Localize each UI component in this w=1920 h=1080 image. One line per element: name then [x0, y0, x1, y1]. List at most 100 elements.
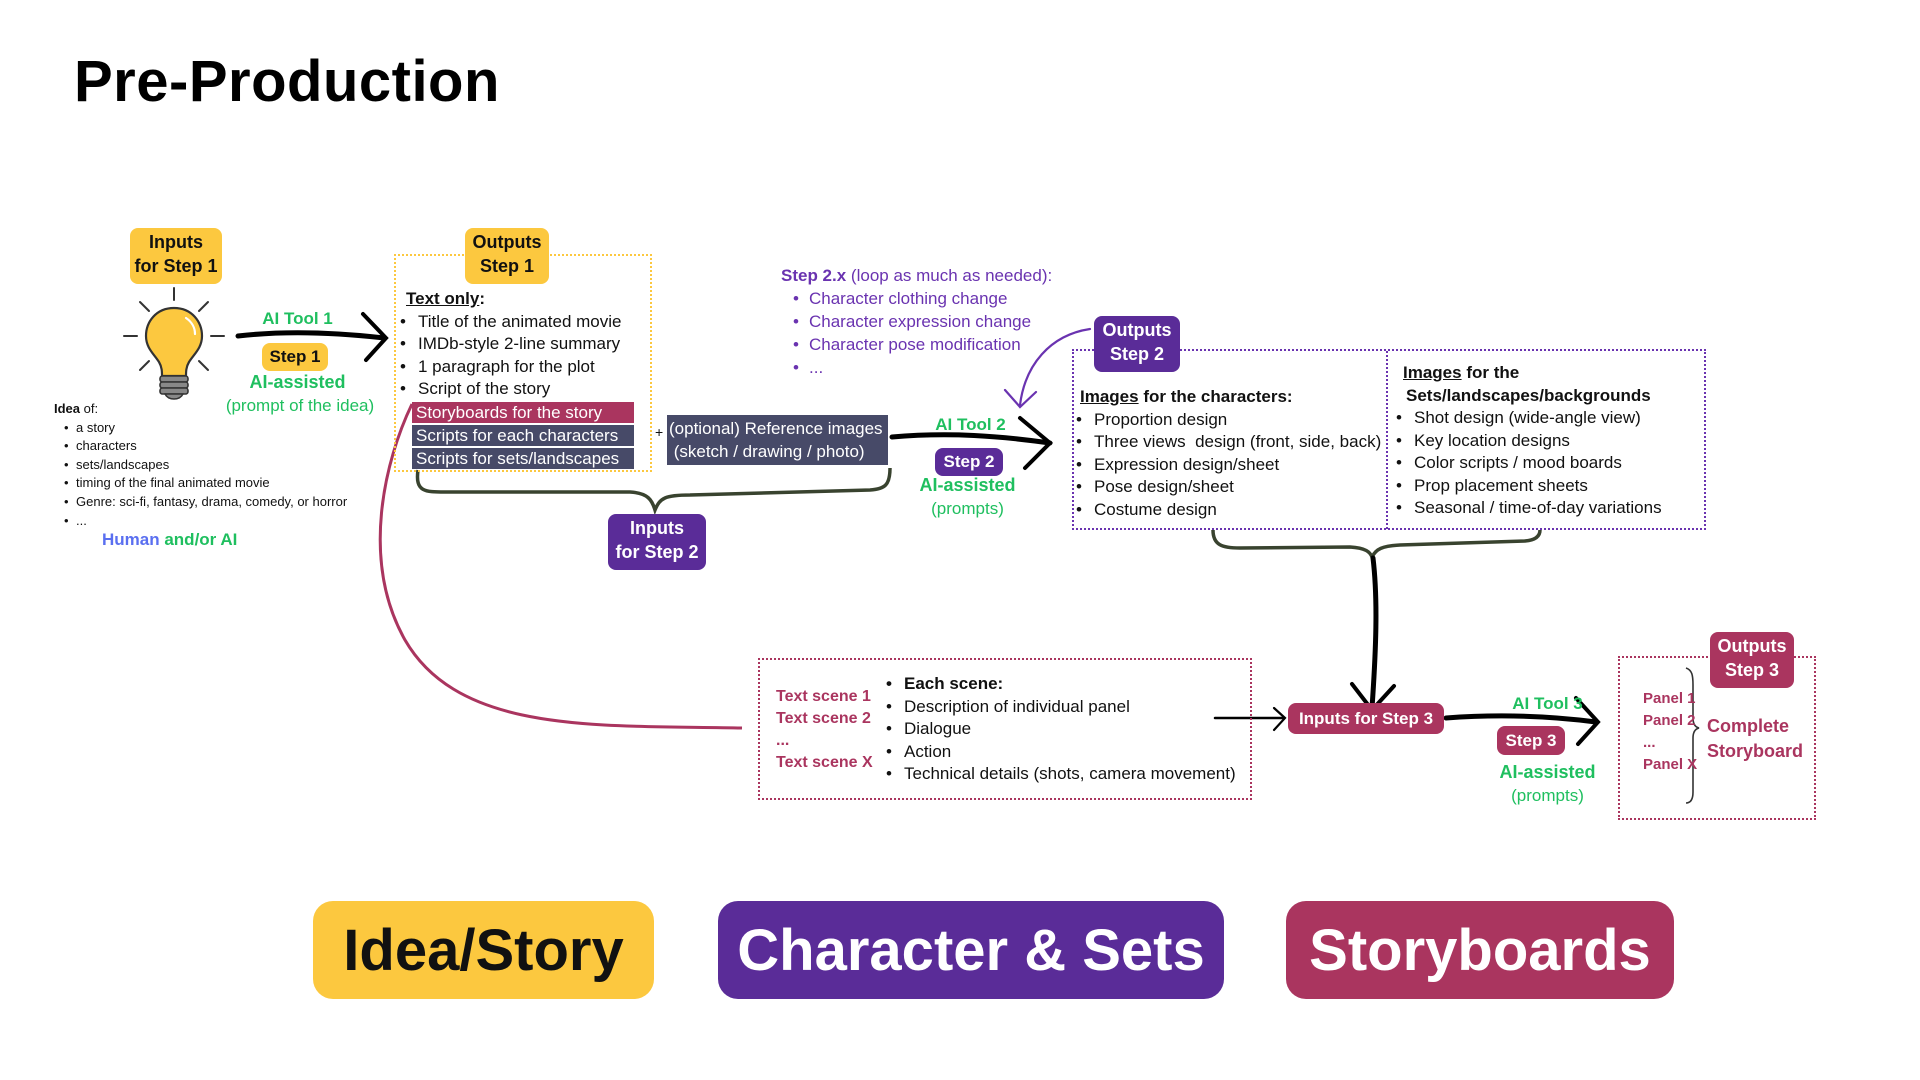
page-title: Pre-Production	[74, 49, 500, 114]
badge-line: Step 3	[1724, 660, 1780, 680]
sets-heading-line2: Sets/landscapes/backgrounds	[1406, 385, 1651, 405]
set-item: Color scripts / mood boards	[1394, 452, 1704, 475]
panel-item: Panel X	[1643, 756, 1698, 773]
idea-item: Genre: sci-fi, fantasy, drama, comedy, o…	[54, 493, 394, 512]
scene-details-items: Each scene: Description of individual pa…	[884, 673, 1254, 786]
scene-item: Text scene 2	[776, 710, 871, 727]
loop-item: Character pose modification	[781, 333, 1081, 356]
badge-line: for Step 1	[134, 256, 218, 276]
set-item: Key location designs	[1394, 430, 1704, 453]
step1-badge: Step 1	[262, 343, 328, 371]
output-item: Script of the story	[398, 378, 658, 401]
set-item: Seasonal / time-of-day variations	[1394, 497, 1704, 520]
scene-heading: Each scene:	[884, 673, 1254, 696]
result-line: Storyboard	[1707, 741, 1804, 761]
characters-items: Proportion design Three views design (fr…	[1074, 409, 1394, 522]
step2x-heading-rest: (loop as much as needed):	[846, 266, 1053, 285]
ai-tool-3-label: AI Tool 3	[1512, 694, 1583, 713]
plus-sign: +	[655, 424, 664, 440]
set-item: Prop placement sheets	[1394, 475, 1704, 498]
idea-item: ...	[54, 512, 394, 531]
sets-items: Shot design (wide-angle view) Key locati…	[1394, 407, 1704, 520]
ai-assisted-label-3: AI-assisted	[1499, 762, 1596, 782]
text-only-heading: Text only:	[406, 288, 658, 311]
reference-line: (optional) Reference images	[669, 419, 883, 438]
inputs-step2-badge: Inputs for Step 2	[608, 514, 706, 570]
badge-line: Outputs	[1102, 320, 1172, 340]
outputs-step1-badge: Outputs Step 1	[465, 228, 549, 284]
highlight-character-scripts: Scripts for each characters	[412, 424, 634, 446]
character-item: Three views design (front, side, back)	[1074, 431, 1394, 454]
inputs-step3-badge: Inputs for Step 3	[1288, 703, 1444, 734]
scene-item: Text scene X	[776, 754, 873, 771]
ai-assisted-note-3: (prompts)	[1511, 786, 1584, 805]
human-label: Human	[102, 530, 160, 549]
idea-item: sets/landscapes	[54, 456, 394, 475]
step2x-loop-list: Step 2.x (loop as much as needed): Chara…	[781, 264, 1081, 379]
idea-items: a story characters sets/landscapes timin…	[54, 419, 394, 531]
ai-tool-1-label: AI Tool 1	[262, 309, 333, 328]
panel-item: Panel 2	[1643, 712, 1696, 729]
outputs-step2-box	[1072, 349, 1706, 530]
reference-images-box: (optional) Reference images (sketch / dr…	[667, 415, 888, 465]
characters-images-list: Images for the characters: Proportion de…	[1074, 386, 1394, 521]
complete-storyboard-label: Complete Storyboard	[1707, 714, 1803, 764]
scene-detail-item: Technical details (shots, camera movemen…	[884, 763, 1254, 786]
panel-item: Panel 1	[1643, 690, 1696, 707]
panel-item: ...	[1643, 734, 1656, 751]
step2x-items: Character clothing change Character expr…	[781, 287, 1081, 379]
ai-assisted-label-1: AI-assisted	[249, 372, 346, 392]
scene-item: Text scene 1	[776, 688, 871, 705]
ai-tool-2-label: AI Tool 2	[935, 415, 1006, 434]
idea-heading: Idea of:	[54, 400, 394, 419]
colon: :	[479, 289, 486, 308]
scene-details-list: Each scene: Description of individual pa…	[884, 673, 1254, 786]
badge-line: Outputs	[472, 232, 542, 252]
ai-assisted-label-2: AI-assisted	[919, 475, 1016, 495]
idea-heading-rest: of:	[80, 401, 99, 416]
human-and-or-ai-label: Human and/or AI	[102, 530, 237, 550]
step2-badge: Step 2	[935, 448, 1003, 476]
step2x-heading-bold: Step 2.x	[781, 266, 847, 285]
scene-detail-item: Action	[884, 741, 1254, 764]
idea-item: a story	[54, 419, 394, 438]
text-only-underlined: Text only	[406, 289, 480, 308]
character-item: Pose design/sheet	[1074, 476, 1394, 499]
output-item: 1 paragraph for the plot	[398, 356, 658, 379]
idea-list: Idea of: a story characters sets/landsca…	[54, 400, 394, 530]
lightbulb-icon	[123, 287, 225, 400]
phase-idea-story: Idea/Story	[313, 901, 654, 999]
scene-item: ...	[776, 732, 790, 749]
scene-detail-item: Dialogue	[884, 718, 1254, 741]
images-underlined: Images	[1080, 387, 1139, 406]
idea-item: timing of the final animated movie	[54, 474, 394, 493]
and-or-ai-label: and/or AI	[159, 530, 238, 549]
result-line: Complete	[1707, 716, 1790, 736]
phase-storyboards: Storyboards	[1286, 901, 1674, 999]
idea-item: characters	[54, 437, 394, 456]
badge-line: Outputs	[1717, 636, 1787, 656]
outputs-step1-list: Text only: Title of the animated movie I…	[398, 288, 658, 469]
badge-line: Inputs	[630, 518, 684, 538]
inputs-step1-badge: Inputs for Step 1	[130, 228, 222, 284]
panels-list: Panel 1 Panel 2 ... Panel X	[1643, 688, 1697, 776]
sets-heading: Images for the	[1403, 362, 1704, 385]
highlight-storyboards: Storyboards for the story	[412, 401, 634, 423]
idea-heading-bold: Idea	[54, 401, 81, 416]
reference-line: (sketch / drawing / photo)	[669, 442, 865, 461]
outputs-step2-badge: Outputs Step 2	[1094, 316, 1180, 372]
brace-outputs-step2	[1211, 529, 1542, 562]
output-item: Title of the animated movie	[398, 311, 658, 334]
loop-item: Character clothing change	[781, 287, 1081, 310]
outputs-step3-badge: Outputs Step 3	[1710, 632, 1794, 688]
characters-heading: Images for the characters:	[1080, 386, 1394, 409]
ai-assisted-note-2: (prompts)	[931, 499, 1004, 518]
badge-line: for Step 2	[615, 542, 699, 562]
set-item: Shot design (wide-angle view)	[1394, 407, 1704, 430]
step3-badge: Step 3	[1497, 726, 1565, 755]
loop-item: Character expression change	[781, 310, 1081, 333]
badge-line: Step 2	[1109, 344, 1165, 364]
arrow-down-step3	[1350, 555, 1396, 714]
badge-line: Inputs	[149, 232, 203, 252]
character-item: Expression design/sheet	[1074, 454, 1394, 477]
